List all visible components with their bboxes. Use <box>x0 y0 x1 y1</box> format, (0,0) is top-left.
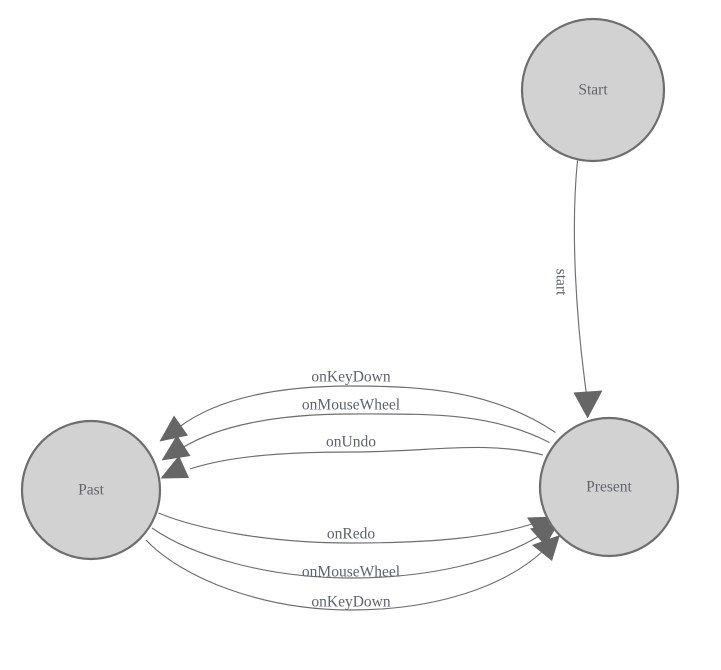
node-present-label: Present <box>586 479 632 496</box>
edge-present-to-past-onkeydown[interactable]: onKeyDown <box>159 369 556 442</box>
edge-past-to-present-onredo-path <box>158 512 536 544</box>
edge-label-start: start <box>552 269 569 296</box>
arrowhead-past-to-present-onkeydown <box>532 535 560 561</box>
arrowhead-past-to-present-onmousewheel <box>530 523 559 546</box>
edge-start-to-present[interactable]: start <box>552 160 603 419</box>
edge-past-to-present-onmousewheel[interactable]: onMouseWheel <box>151 523 559 581</box>
node-past-circle <box>20 419 162 561</box>
edge-start-to-present-path <box>573 160 588 399</box>
edge-label-present-to-past-onmousewheel: onMouseWheel <box>302 397 400 414</box>
edge-past-to-present-onmousewheel-path <box>151 527 540 579</box>
edge-present-to-past-onundo-path <box>189 446 544 470</box>
arrowhead-present-to-past-onmousewheel <box>161 435 191 461</box>
edge-present-to-past-onundo[interactable]: onUndo <box>160 434 544 479</box>
edge-past-to-present-onkeydown-path <box>145 539 544 611</box>
node-past-label: Past <box>78 482 105 499</box>
edge-past-to-present-onredo[interactable]: onRedo <box>158 512 557 544</box>
node-start-circle <box>520 17 666 163</box>
edge-present-to-past-onmousewheel-path <box>181 413 550 449</box>
node-present[interactable]: Present <box>538 416 680 558</box>
arrowhead-present-to-past-onundo <box>160 455 189 479</box>
edge-past-to-present-onkeydown[interactable]: onKeyDown <box>145 535 560 611</box>
edge-present-to-past-onkeydown-path <box>178 385 556 433</box>
node-present-circle <box>538 416 680 558</box>
arrowhead-start-to-present <box>573 390 603 419</box>
node-start-label: Start <box>578 82 608 99</box>
edge-label-past-to-present-onkeydown: onKeyDown <box>311 594 390 611</box>
node-start[interactable]: Start <box>520 17 666 163</box>
edge-present-to-past-onmousewheel[interactable]: onMouseWheel <box>161 397 550 461</box>
edge-label-past-to-present-onredo: onRedo <box>327 526 375 543</box>
edge-label-present-to-past-onkeydown: onKeyDown <box>311 369 390 386</box>
node-past[interactable]: Past <box>20 419 162 561</box>
edge-label-present-to-past-onundo: onUndo <box>326 434 376 451</box>
edge-label-past-to-present-onmousewheel: onMouseWheel <box>302 564 400 581</box>
arrowhead-present-to-past-onkeydown <box>159 415 188 442</box>
